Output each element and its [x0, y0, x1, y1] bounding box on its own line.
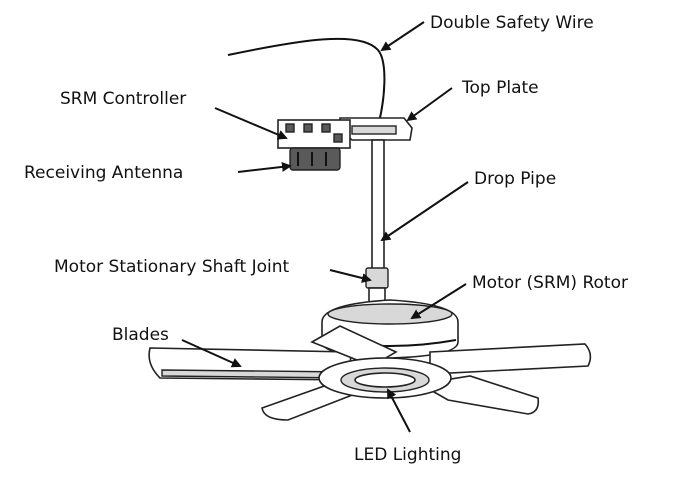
led-ring — [318, 357, 452, 399]
label-srm-controller: SRM Controller — [60, 89, 186, 109]
shaft-joint — [365, 267, 389, 289]
receiving-antenna — [289, 147, 341, 171]
leader-srm-controller — [214, 107, 288, 140]
srm-controller-box — [277, 119, 351, 149]
safety-wire — [227, 37, 386, 127]
leader-double-safety-wire — [380, 21, 425, 52]
label-blades: Blades — [112, 325, 169, 345]
top-plate-mount — [351, 125, 397, 135]
fan-blades — [148, 325, 592, 421]
leader-top-plate — [406, 87, 453, 122]
label-double-safety-wire: Double Safety Wire — [430, 13, 594, 33]
blade-back-left — [310, 325, 398, 367]
leader-shaft-joint — [329, 269, 372, 283]
blade-front-right — [417, 375, 540, 415]
leader-led-lighting — [387, 388, 411, 433]
labels: Double Safety Wire Top Plate SRM Control… — [24, 13, 628, 465]
leader-blades — [181, 339, 242, 368]
blade-right — [429, 343, 592, 375]
label-receiving-antenna: Receiving Antenna — [24, 163, 183, 183]
blade-front-left — [261, 383, 363, 421]
drop-pipe — [371, 139, 385, 271]
leader-lines — [181, 21, 469, 433]
leader-drop-pipe — [380, 181, 469, 242]
label-motor-stationary-shaft-joint: Motor Stationary Shaft Joint — [54, 257, 289, 277]
leader-motor-rotor — [410, 283, 467, 320]
label-top-plate: Top Plate — [461, 78, 539, 98]
leader-receiving-antenna — [237, 161, 292, 173]
label-drop-pipe: Drop Pipe — [474, 169, 556, 189]
label-led-lighting: LED Lighting — [354, 445, 461, 465]
label-motor-srm-rotor: Motor (SRM) Rotor — [472, 273, 628, 293]
fan-illustration — [148, 37, 592, 421]
